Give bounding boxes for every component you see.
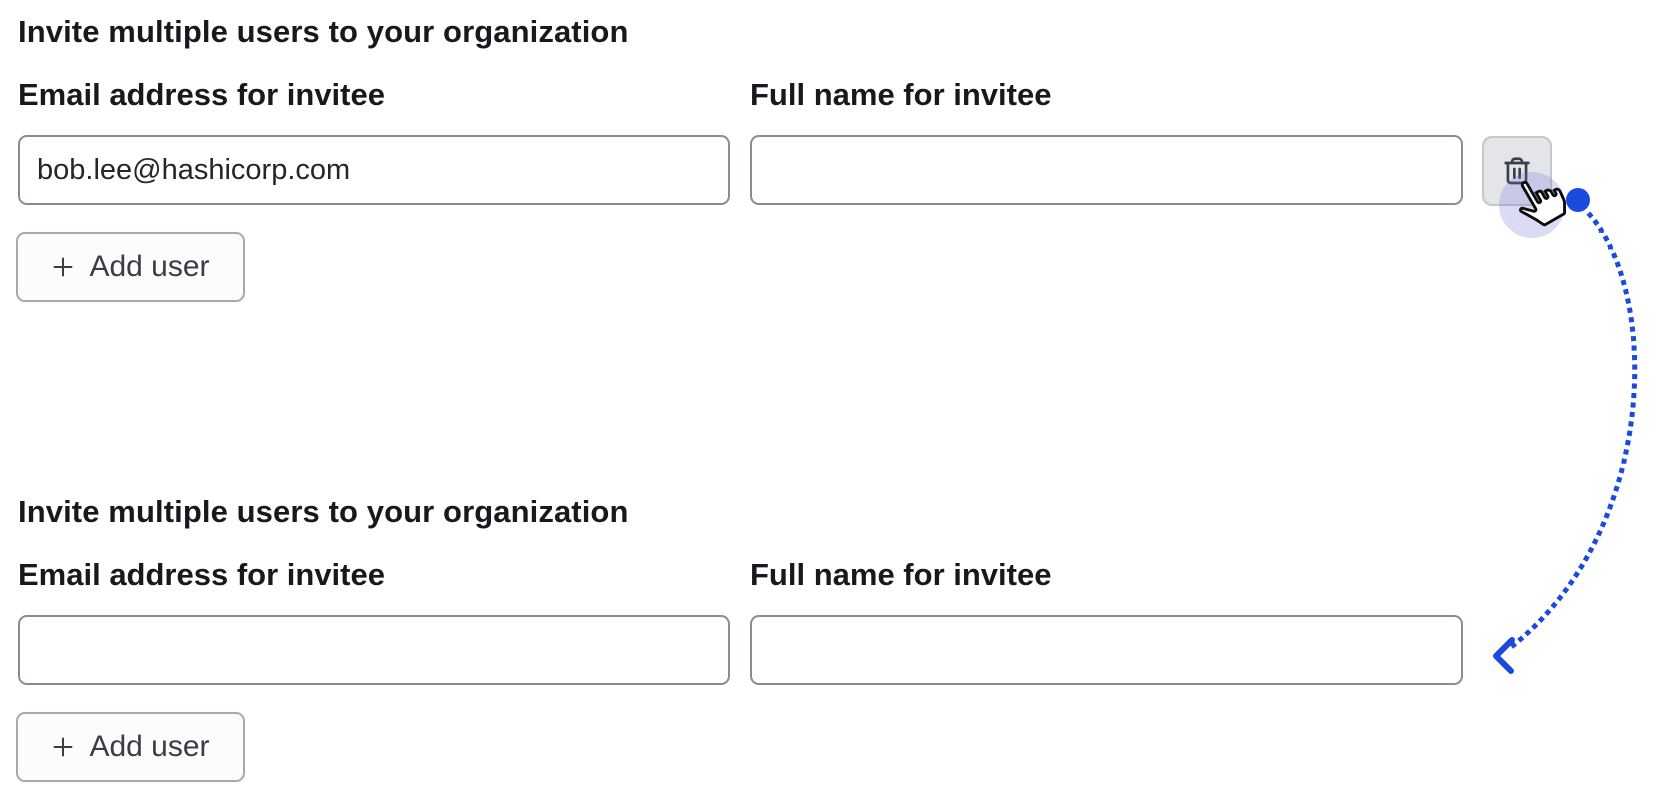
add-user-button[interactable]: Add user: [16, 232, 245, 302]
name-label: Full name for invitee: [750, 77, 1052, 112]
add-user-label: Add user: [89, 730, 210, 763]
full-name-input[interactable]: [750, 135, 1463, 205]
section-heading: Invite multiple users to your organizati…: [18, 494, 629, 529]
add-user-label: Add user: [89, 250, 210, 283]
trash-icon: [1504, 157, 1530, 185]
add-user-button[interactable]: Add user: [16, 712, 245, 782]
email-label: Email address for invitee: [18, 557, 385, 592]
email-label: Email address for invitee: [18, 77, 385, 112]
remove-user-button[interactable]: [1482, 136, 1552, 206]
full-name-input[interactable]: [750, 615, 1463, 685]
section-heading: Invite multiple users to your organizati…: [18, 14, 629, 49]
plus-icon: [53, 257, 73, 277]
invite-form-section-1: Invite multiple users to your organizati…: [16, 14, 1552, 302]
plus-icon: [53, 737, 73, 757]
email-input[interactable]: [18, 135, 730, 205]
email-input[interactable]: [18, 615, 730, 685]
name-label: Full name for invitee: [750, 557, 1052, 592]
invite-form-section-2: Invite multiple users to your organizati…: [0, 480, 1672, 800]
